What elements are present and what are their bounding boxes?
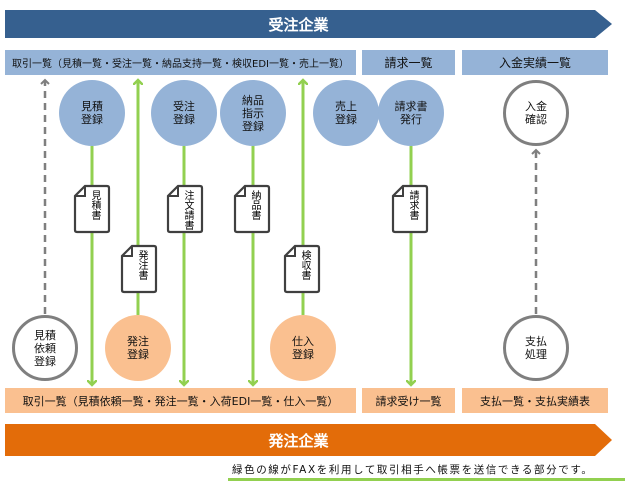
top-payment-received-list-label: 入金実績一覧: [498, 56, 571, 70]
circle-order-received-registration-label: 受注 登録: [173, 100, 195, 126]
document-icon: [120, 244, 158, 294]
bottom-banner-label: 発注企業: [268, 431, 329, 450]
circle-payment-processing[interactable]: 支払 処理: [503, 315, 569, 381]
circle-payment-processing-label: 支払 処理: [525, 335, 547, 361]
circle-delivery-instruction-registration-label: 納品 指示 登録: [242, 93, 264, 133]
document-icon: [73, 184, 111, 234]
top-banner-receiving-company: 受注企業: [5, 10, 612, 38]
document-icon: [166, 184, 204, 234]
circle-invoice-issue[interactable]: 請求書 発行: [378, 80, 444, 146]
bottom-payment-list[interactable]: 支払一覧・支払実績表: [462, 388, 608, 413]
document-quotation: 見積書: [73, 184, 111, 234]
circle-quote-request-registration[interactable]: 見積 依頼 登録: [12, 315, 78, 381]
document-icon: [283, 244, 321, 294]
circle-sales-registration[interactable]: 売上 登録: [313, 80, 379, 146]
document-delivery-note-label: 納品書: [249, 190, 260, 220]
circle-purchase-registration-label: 仕入 登録: [292, 335, 314, 361]
circle-order-received-registration[interactable]: 受注 登録: [151, 80, 217, 146]
bottom-banner-ordering-company: 発注企業: [5, 424, 612, 456]
document-delivery-note: 納品書: [233, 184, 271, 234]
bottom-received-invoice-list[interactable]: 請求受け一覧: [362, 388, 455, 413]
fax-line-legend-underline: [228, 478, 625, 481]
document-icon: [391, 184, 429, 234]
circle-delivery-instruction-registration[interactable]: 納品 指示 登録: [220, 80, 286, 146]
circle-purchase-registration[interactable]: 仕入 登録: [270, 315, 336, 381]
top-transaction-list-label: 取引一覧（見積一覧・受注一覧・納品支持一覧・検収EDI一覧・売上一覧）: [12, 59, 349, 70]
bottom-transaction-list[interactable]: 取引一覧（見積依頼一覧・発注一覧・入荷EDI一覧・仕入一覧）: [5, 388, 356, 413]
top-invoice-list[interactable]: 請求一覧: [362, 50, 455, 75]
bottom-transaction-list-label: 取引一覧（見積依頼一覧・発注一覧・入荷EDI一覧・仕入一覧）: [22, 394, 339, 408]
document-inspection-certificate-label: 検収書: [299, 250, 310, 280]
circle-quote-registration-label: 見積 登録: [81, 100, 103, 126]
footnote: 緑色の線がFAXを利用して取引相手へ帳票を送信できる部分です。: [232, 464, 594, 476]
top-banner-label: 受注企業: [268, 15, 329, 34]
top-invoice-list-label: 請求一覧: [384, 56, 433, 70]
document-inspection-certificate: 検収書: [283, 244, 321, 294]
document-icon: [233, 184, 271, 234]
document-quotation-label: 見積書: [89, 190, 100, 220]
circle-payment-confirmation[interactable]: 入金 確認: [503, 80, 569, 146]
top-payment-received-list[interactable]: 入金実績一覧: [462, 50, 608, 75]
circle-payment-confirmation-label: 入金 確認: [525, 100, 547, 126]
top-transaction-list[interactable]: 取引一覧（見積一覧・受注一覧・納品支持一覧・検収EDI一覧・売上一覧）: [5, 50, 356, 75]
bottom-received-invoice-list-label: 請求受け一覧: [375, 394, 442, 408]
document-invoice: 請求書: [391, 184, 429, 234]
document-order-acknowledgement: 注文請書: [166, 184, 204, 234]
bottom-payment-list-label: 支払一覧・支払実績表: [480, 394, 590, 408]
document-invoice-label: 請求書: [407, 190, 418, 220]
circle-invoice-issue-label: 請求書 発行: [394, 100, 428, 126]
circle-quote-request-registration-label: 見積 依頼 登録: [34, 328, 56, 368]
circle-sales-registration-label: 売上 登録: [335, 100, 357, 126]
document-order-acknowledgement-label: 注文請書: [182, 190, 193, 230]
circle-order-registration-label: 発注 登録: [127, 335, 149, 361]
document-purchase-order: 発注書: [120, 244, 158, 294]
circle-order-registration[interactable]: 発注 登録: [105, 315, 171, 381]
circle-quote-registration[interactable]: 見積 登録: [59, 80, 125, 146]
document-purchase-order-label: 発注書: [136, 250, 147, 280]
